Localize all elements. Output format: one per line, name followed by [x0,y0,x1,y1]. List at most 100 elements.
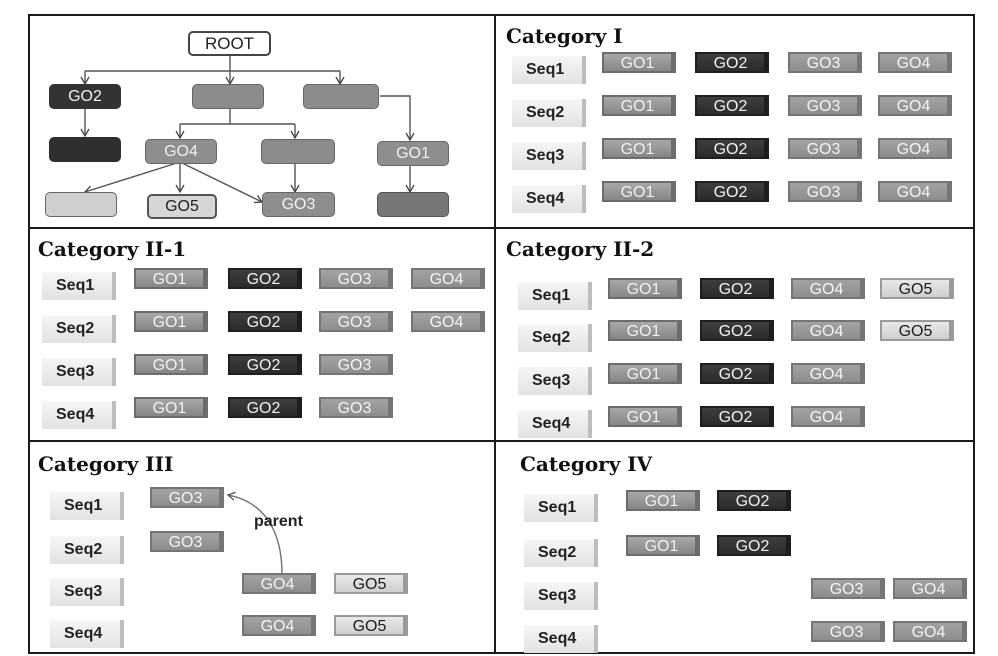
go-term-box: GO1 [602,95,676,116]
go-term-box: GO3 [150,487,224,508]
vertical-divider [494,14,496,654]
go-term-box: GO1 [602,181,676,202]
category-title: Category II-2 [506,237,655,261]
sequence-label: Seq2 [512,99,586,127]
sequence-label: Seq2 [518,324,592,352]
tree-node-go4: GO4 [145,139,217,164]
tree-node-go1: GO1 [377,141,449,166]
go-term-box: GO4 [791,278,865,299]
go-term-box: GO3 [788,52,862,73]
sequence-label: Seq1 [518,282,592,310]
go-term-box: GO2 [695,52,769,73]
go-term-box: GO3 [811,578,885,599]
go-term-box: GO3 [811,621,885,642]
go-term-box: GO2 [228,397,302,418]
sequence-label: Seq1 [512,56,586,84]
go-term-box: GO4 [791,363,865,384]
tree-node-dark-unlabeled [49,137,121,162]
sequence-label: Seq3 [42,358,116,386]
go-term-box: GO3 [319,354,393,375]
go-term-box: GO1 [608,406,682,427]
tree-root-node: ROOT [188,31,271,56]
go-term-box: GO4 [791,320,865,341]
go-term-box: GO4 [411,311,485,332]
go-term-box: GO4 [242,615,316,636]
sequence-label: Seq4 [524,625,598,653]
go-term-box: GO4 [242,573,316,594]
parent-arrow [226,491,283,575]
go-term-box: GO3 [788,138,862,159]
go-term-box: GO3 [150,531,224,552]
category-title: Category I [506,24,623,48]
go-term-box: GO1 [602,138,676,159]
go-term-box: GO4 [878,181,952,202]
go-term-box: GO3 [788,181,862,202]
go-term-box: GO3 [319,397,393,418]
go-term-box: GO1 [134,397,208,418]
sequence-label: Seq1 [524,494,598,522]
tree-node-go2: GO2 [49,84,121,109]
category-title: Category II-1 [38,237,187,261]
category-title: Category III [38,452,174,476]
tree-node-unlabeled-right [303,84,379,109]
tree-node-go3: GO3 [262,192,335,217]
sequence-label: Seq1 [42,272,116,300]
go-term-box: GO2 [695,181,769,202]
go-term-box: GO1 [134,268,208,289]
sequence-label: Seq1 [50,492,124,520]
sequence-label: Seq3 [512,142,586,170]
go-term-box: GO2 [228,311,302,332]
go-term-box: GO4 [411,268,485,289]
go-term-box: GO1 [626,490,700,511]
sequence-label: Seq2 [50,536,124,564]
go-term-box: GO5 [880,320,954,341]
go-term-box: GO1 [608,363,682,384]
tree-edges [80,56,415,204]
go-term-box: GO1 [608,278,682,299]
go-term-box: GO4 [791,406,865,427]
sequence-label: Seq4 [50,620,124,648]
sequence-label: Seq2 [524,539,598,567]
go-term-box: GO4 [893,621,967,642]
go-term-box: GO2 [717,535,791,556]
tree-node-unlabeled-center [261,139,335,164]
go-term-box: GO2 [700,406,774,427]
sequence-label: Seq3 [518,367,592,395]
go-term-box: GO4 [878,52,952,73]
tree-node-go5: GO5 [147,194,217,219]
sequence-label: Seq4 [512,185,586,213]
sequence-label: Seq4 [42,401,116,429]
category-title: Category IV [520,452,653,476]
go-term-box: GO2 [695,95,769,116]
sequence-label: Seq3 [50,578,124,606]
tree-node-unlabeled-bottom-right [377,192,449,217]
go-term-box: GO5 [880,278,954,299]
go-term-box: GO1 [134,311,208,332]
go-term-box: GO2 [228,354,302,375]
sequence-label: Seq2 [42,315,116,343]
tree-node-unlabeled-mid [192,84,264,109]
go-term-box: GO3 [319,311,393,332]
go-term-box: GO2 [700,363,774,384]
go-term-box: GO2 [228,268,302,289]
go-term-box: GO2 [700,320,774,341]
go-term-box: GO2 [717,490,791,511]
go-term-box: GO2 [695,138,769,159]
horizontal-divider-top [28,227,975,229]
go-term-box: GO3 [788,95,862,116]
go-tree-diagram [80,56,415,204]
go-term-box: GO1 [626,535,700,556]
parent-annotation: parent [254,513,303,530]
sequence-label: Seq3 [524,582,598,610]
go-term-box: GO5 [334,615,408,636]
sequence-label: Seq4 [518,410,592,438]
go-term-box: GO4 [878,95,952,116]
tree-node-pale-unlabeled [45,192,117,217]
go-term-box: GO1 [608,320,682,341]
go-term-box: GO4 [878,138,952,159]
horizontal-divider-bottom [28,440,975,442]
go-term-box: GO1 [134,354,208,375]
go-term-box: GO5 [334,573,408,594]
go-term-box: GO3 [319,268,393,289]
